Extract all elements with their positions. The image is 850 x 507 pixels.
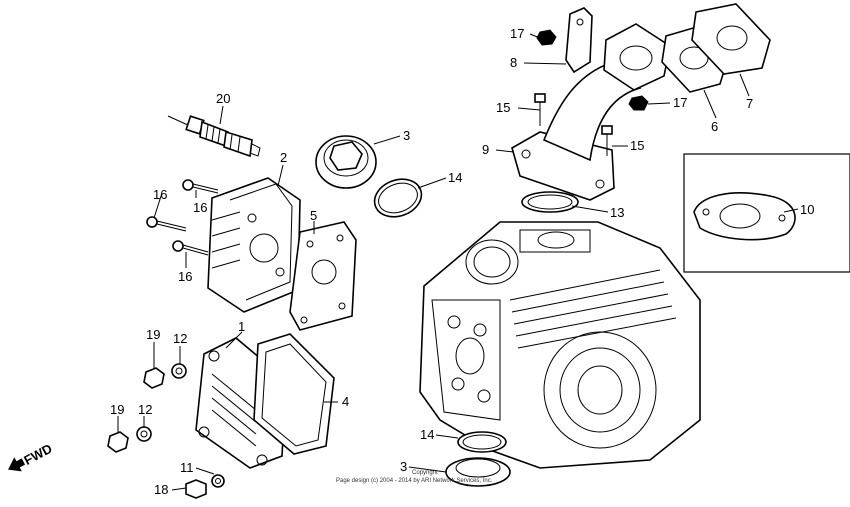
callout-12: 12 [138,402,152,417]
bolt-16-bottom [172,240,209,256]
callout-19: 19 [146,327,160,342]
callout-19: 19 [110,402,124,417]
callout-6: 6 [711,119,718,134]
callout-16: 16 [193,200,207,215]
callout-5: 5 [310,208,317,223]
callout-8: 8 [510,55,517,70]
inset-box [683,153,850,273]
copyright-line-2: Page design (c) 2004 - 2014 by ARI Netwo… [336,478,493,484]
copyright-line-1: Copyright [412,470,438,476]
head-side-cover [207,177,301,313]
callout-3: 3 [403,128,410,143]
washer-12-lower [136,426,152,442]
callout-17: 17 [673,95,687,110]
bolt-16-top [182,179,219,194]
callout-2: 2 [280,150,287,165]
callout-1: 1 [238,319,245,334]
cap-nut-18 [185,479,207,499]
gasket-10 [693,192,796,241]
o-ring-top [373,178,423,218]
nut-19-upper [143,367,165,389]
washer-11 [211,474,225,488]
o-ring-bottom [457,431,507,453]
bolt-15-left [534,93,546,126]
callout-9: 9 [482,142,489,157]
forward-direction-indicator: FWD [8,441,55,472]
fwd-label: FWD [21,441,54,468]
bracket-8 [565,7,593,74]
tappet-cap-top [315,135,377,189]
callout-14: 14 [420,427,434,442]
callout-10: 10 [800,202,814,217]
copyright: Copyright Page design (c) 2004 - 2014 by… [336,470,493,484]
nut-17-top [536,29,557,46]
cylinder-head [419,221,701,469]
callout-18: 18 [154,482,168,497]
o-ring-13 [521,191,579,213]
washer-12-upper [171,363,187,379]
callout-11: 11 [180,460,194,475]
callout-16: 16 [153,187,167,202]
callout-numbers: 20 2 16 16 16 5 3 14 17 8 15 17 6 7 9 15… [110,26,814,497]
insulator-7 [691,3,771,75]
head-cover-gasket [253,333,335,455]
callout-4: 4 [342,394,349,409]
callout-15: 15 [496,100,510,115]
nut-17-mid [628,95,649,111]
leader-lines [117,33,799,491]
spark-plug [167,115,261,158]
callout-17: 17 [510,26,524,41]
side-cover-gasket [289,221,357,331]
nut-19-lower [107,431,129,453]
intake-pipe [511,23,671,201]
callout-7: 7 [746,96,753,111]
bolt-16-middle [146,216,187,232]
callout-3: 3 [400,459,407,474]
callout-14: 14 [448,170,462,185]
bolt-15-right [601,125,613,156]
callout-12: 12 [173,331,187,346]
callout-20: 20 [216,91,230,106]
callout-13: 13 [610,205,624,220]
callout-16: 16 [178,269,192,284]
callout-15: 15 [630,138,644,153]
forward-arrow-icon [8,457,26,472]
